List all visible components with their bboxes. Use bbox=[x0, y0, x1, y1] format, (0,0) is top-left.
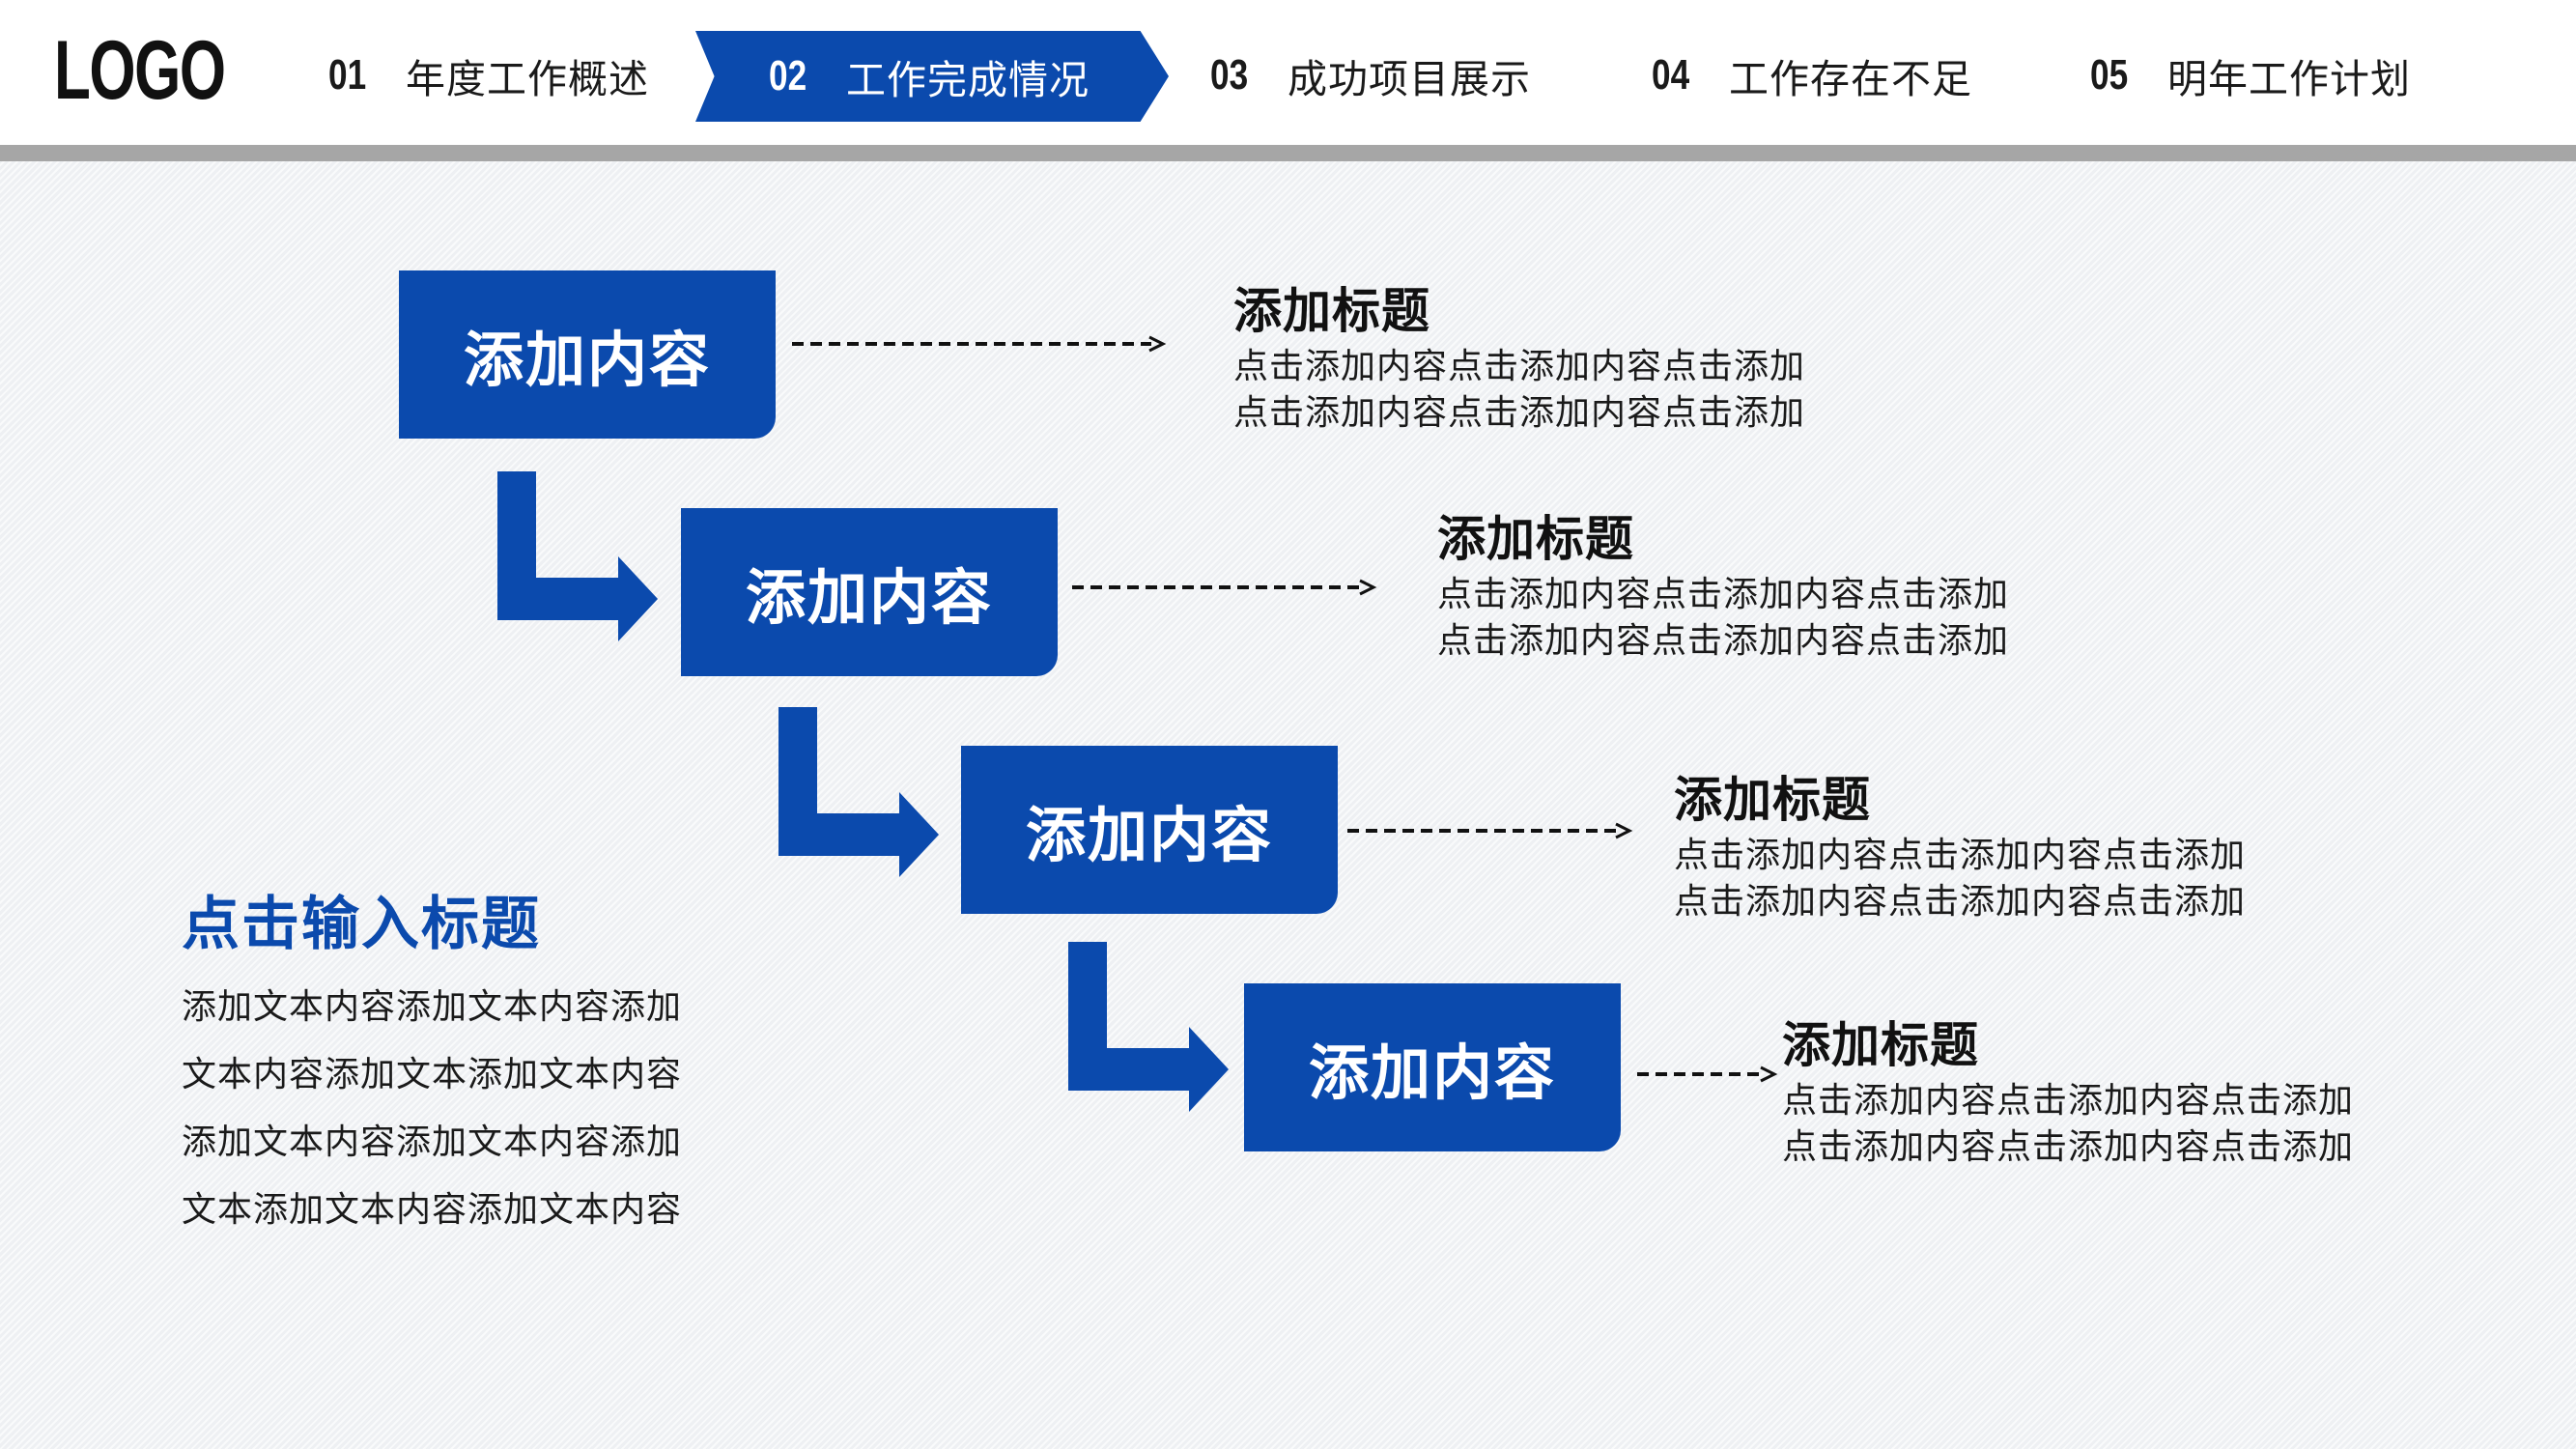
header-divider bbox=[0, 145, 2576, 161]
side-title[interactable]: 点击输入标题 bbox=[182, 891, 541, 958]
nav-tab-01[interactable]: 01 年度工作概述 bbox=[328, 29, 649, 122]
step-text-1: 点击添加内容点击添加内容点击添加 点击添加内容点击添加内容点击添加 bbox=[1233, 344, 1929, 437]
top-header: LOGO 01 年度工作概述 02 工作完成情况 03 成功项目展示 04 工作… bbox=[0, 0, 2576, 145]
side-text-line: 文本内容添加文本添加文本内容 bbox=[182, 1055, 683, 1094]
side-text-line: 添加文本内容添加文本内容添加 bbox=[182, 1122, 683, 1162]
side-text[interactable]: 添加文本内容添加文本内容添加 文本内容添加文本添加文本内容 添加文本内容添加文本… bbox=[182, 974, 722, 1244]
step-text-line: 点击添加内容点击添加内容点击添加 bbox=[1233, 393, 1806, 433]
nav-tab-number: 01 bbox=[328, 51, 367, 99]
step-text-line: 点击添加内容点击添加内容点击添加 bbox=[1437, 575, 2010, 614]
step-box-3[interactable]: 添加内容 bbox=[961, 746, 1338, 914]
elbow-arrow-3 bbox=[1068, 942, 1229, 1112]
dashed-arrow-3 bbox=[1347, 822, 1633, 839]
nav-tab-label: 明年工作计划 bbox=[2167, 56, 2411, 102]
logo: LOGO bbox=[54, 24, 226, 117]
step-text-line: 点击添加内容点击添加内容点击添加 bbox=[1782, 1081, 2355, 1121]
step-text-4: 点击添加内容点击添加内容点击添加 点击添加内容点击添加内容点击添加 bbox=[1782, 1078, 2477, 1171]
nav-tab-label: 成功项目展示 bbox=[1288, 56, 1531, 102]
nav-tab-label: 工作完成情况 bbox=[846, 57, 1090, 103]
step-title-4: 添加标题 bbox=[1782, 1017, 1979, 1073]
elbow-arrow-2 bbox=[778, 707, 939, 877]
elbow-arrow-1 bbox=[497, 471, 658, 641]
step-box-4[interactable]: 添加内容 bbox=[1244, 983, 1621, 1151]
step-text-3: 点击添加内容点击添加内容点击添加 点击添加内容点击添加内容点击添加 bbox=[1674, 833, 2369, 925]
side-text-line: 添加文本内容添加文本内容添加 bbox=[182, 987, 683, 1027]
step-box-2[interactable]: 添加内容 bbox=[681, 508, 1058, 676]
dashed-arrow-2 bbox=[1072, 579, 1377, 596]
step-text-line: 点击添加内容点击添加内容点击添加 bbox=[1233, 347, 1806, 386]
nav-tab-number: 05 bbox=[2090, 51, 2129, 99]
nav-tab-number: 03 bbox=[1210, 51, 1249, 99]
nav-tab-02-active[interactable]: 02 工作完成情况 bbox=[695, 31, 1169, 122]
nav-tab-label: 工作存在不足 bbox=[1729, 56, 1972, 102]
step-title-3: 添加标题 bbox=[1674, 772, 1871, 828]
step-text-line: 点击添加内容点击添加内容点击添加 bbox=[1674, 882, 2247, 922]
nav-tab-label: 年度工作概述 bbox=[406, 56, 649, 102]
side-text-line: 文本添加文本内容添加文本内容 bbox=[182, 1190, 683, 1230]
step-title-2: 添加标题 bbox=[1437, 511, 1634, 567]
nav-tab-05[interactable]: 05 明年工作计划 bbox=[2090, 29, 2411, 122]
step-text-2: 点击添加内容点击添加内容点击添加 点击添加内容点击添加内容点击添加 bbox=[1437, 572, 2133, 665]
step-text-line: 点击添加内容点击添加内容点击添加 bbox=[1674, 836, 2247, 875]
dashed-arrow-4 bbox=[1637, 1065, 1778, 1083]
step-text-line: 点击添加内容点击添加内容点击添加 bbox=[1782, 1127, 2355, 1167]
nav-tab-04[interactable]: 04 工作存在不足 bbox=[1652, 29, 1972, 122]
nav-tab-number: 04 bbox=[1652, 51, 1690, 99]
dashed-arrow-1 bbox=[792, 335, 1167, 353]
nav-tab-03[interactable]: 03 成功项目展示 bbox=[1210, 29, 1531, 122]
step-box-1[interactable]: 添加内容 bbox=[399, 270, 776, 439]
step-title-1: 添加标题 bbox=[1233, 283, 1430, 339]
step-text-line: 点击添加内容点击添加内容点击添加 bbox=[1437, 621, 2010, 661]
nav-tab-number: 02 bbox=[769, 52, 807, 99]
